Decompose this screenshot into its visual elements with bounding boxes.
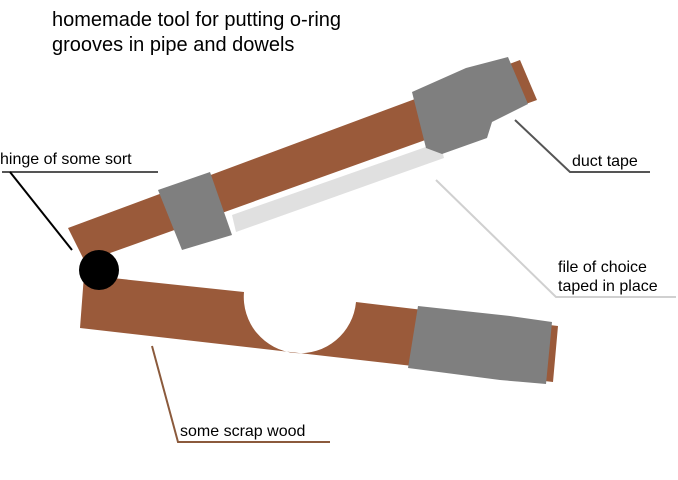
- file-label-line-2: taped in place: [558, 278, 658, 295]
- file-blade: [232, 142, 444, 232]
- title-line-2: grooves in pipe and dowels: [52, 34, 295, 56]
- duct-tape-label: duct tape: [572, 153, 638, 170]
- upper-arm-left-duct-tape: [158, 172, 232, 250]
- upper-arm-right-duct-tape: [412, 57, 528, 154]
- wood-label: some scrap wood: [180, 423, 306, 440]
- hinge-circle: [79, 250, 119, 290]
- title-line-1: homemade tool for putting o-ring: [52, 9, 342, 31]
- duct-tape-leader-line: [514, 119, 650, 173]
- file-label: file of choice taped in place: [558, 258, 658, 296]
- hinge-pointer-line: [9, 171, 73, 251]
- file-leader-line: [435, 179, 676, 298]
- wood-leader-line: [151, 345, 330, 443]
- file-label-line-1: file of choice: [558, 259, 647, 276]
- hinge-label: hinge of some sort: [0, 151, 132, 168]
- lower-arm-duct-tape: [408, 306, 552, 384]
- diagram-title: homemade tool for putting o-ring grooves…: [52, 8, 472, 58]
